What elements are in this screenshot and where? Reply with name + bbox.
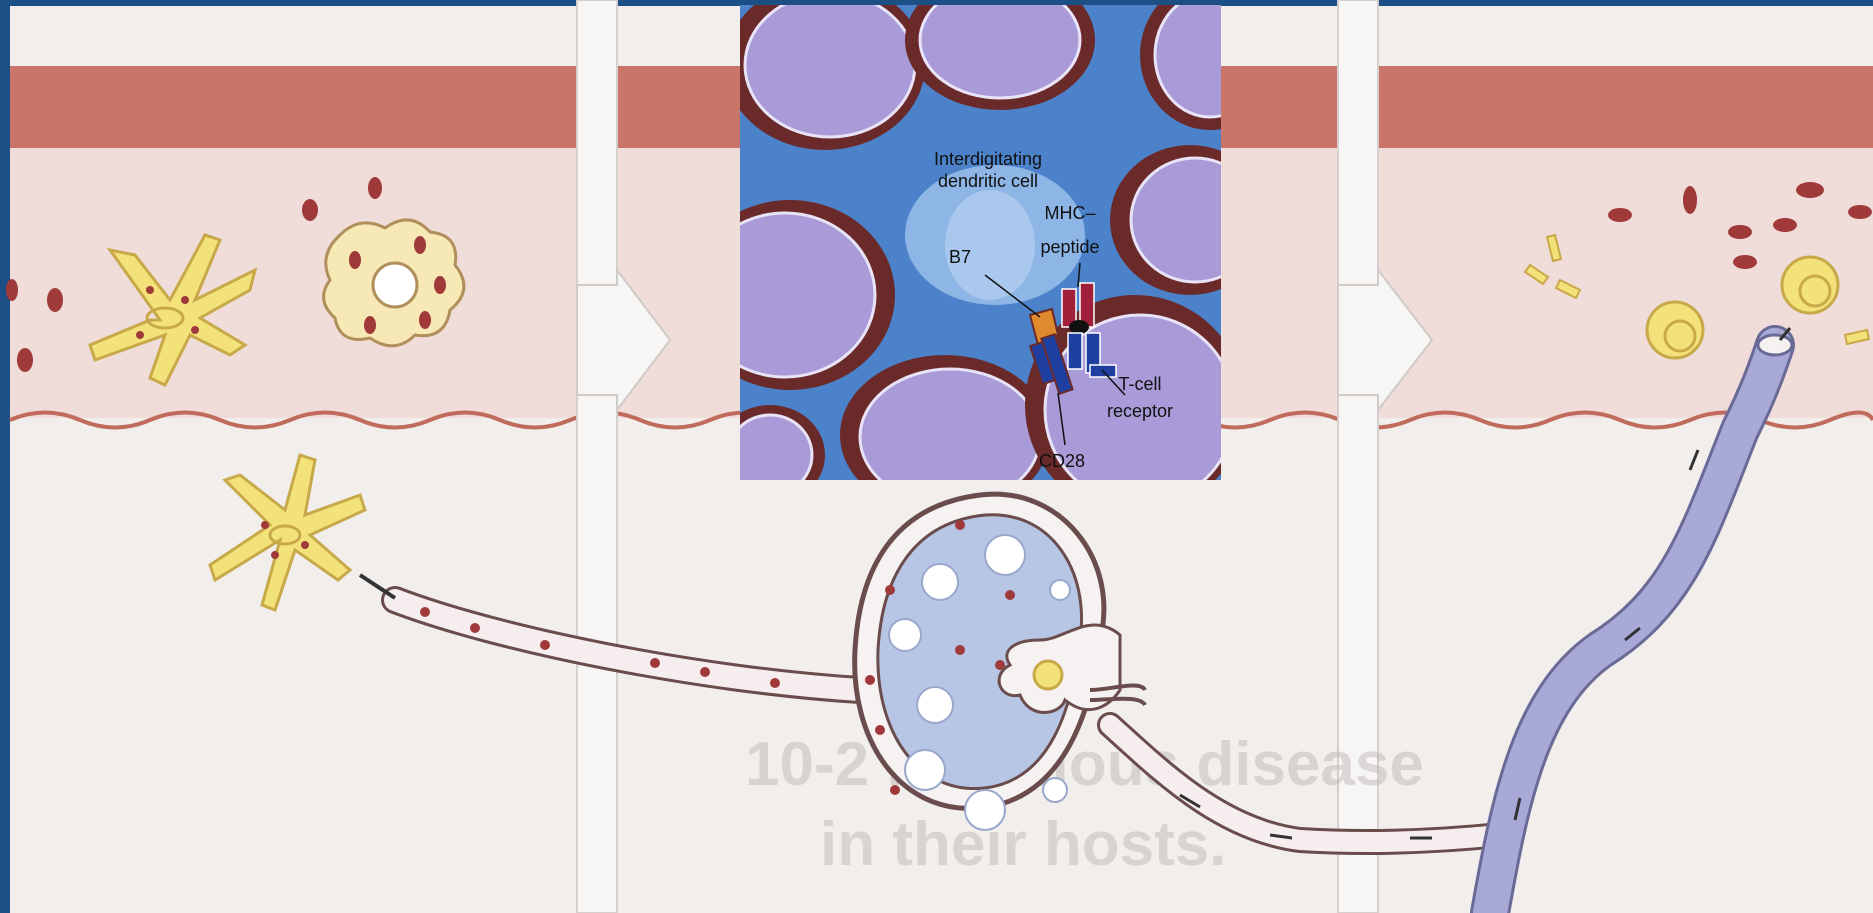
divider-left [577, 0, 617, 913]
label-mhc: MHC– [1044, 203, 1095, 223]
macrophage-cell [324, 220, 464, 346]
label-dendritic-cell: dendritic cell [938, 171, 1038, 191]
dendritic-cell-nucleus [945, 190, 1035, 300]
label-receptor: receptor [1107, 401, 1173, 421]
label-cd28: CD28 [1039, 451, 1085, 471]
inset-dendritic-cell: Interdigitating dendritic cell MHC– pept… [740, 5, 1221, 480]
bg-text-line1: 10-2 Infectious disease [745, 730, 1424, 799]
bg-text-line2: in their hosts. [820, 810, 1226, 879]
label-t-cell: T-cell [1118, 374, 1161, 394]
vessel-opening [1758, 335, 1792, 355]
label-peptide: peptide [1040, 237, 1099, 257]
label-b7: B7 [949, 247, 971, 267]
label-interdigitating: Interdigitating [934, 149, 1042, 169]
